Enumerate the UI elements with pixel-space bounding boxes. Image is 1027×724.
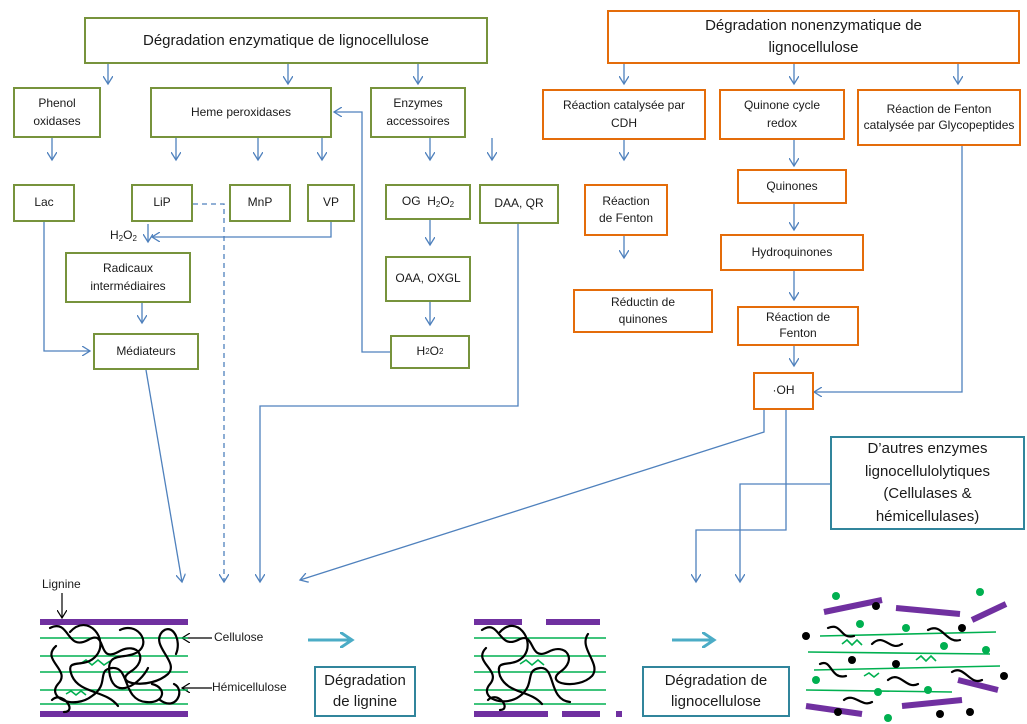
- quinone-reduction-box: Réductin de quinones: [573, 289, 713, 333]
- other-enzymes-box: D’autres enzymes lignocellulolytiques (C…: [830, 436, 1025, 530]
- h2o2-formula: H2O2: [427, 194, 455, 210]
- arrow: [300, 410, 765, 580]
- lignocellulose-degraded-structure: [802, 588, 1008, 722]
- particle: [874, 688, 882, 696]
- particle: [966, 708, 974, 716]
- lignin-fragment: [895, 605, 961, 617]
- lignin-degradation-box: Dégradation de lignine: [314, 666, 416, 717]
- hemicellulose-chain: [841, 638, 937, 679]
- mediators-box: Médiateurs: [93, 333, 199, 370]
- particle: [902, 624, 910, 632]
- particle: [958, 624, 966, 632]
- lignin-fragment: [805, 703, 863, 717]
- particle: [848, 656, 856, 664]
- lignin-network: [48, 624, 181, 714]
- hemicellulose-chain: [65, 658, 111, 697]
- og-label: OG: [401, 194, 421, 209]
- lignocellulose-degradation-box: Dégradation de lignocellulose: [642, 666, 790, 717]
- radicals-box: Radicaux intermédiaires: [65, 252, 191, 303]
- vp-box: VP: [307, 184, 355, 222]
- particle: [976, 588, 984, 596]
- lac-box: Lac: [13, 184, 75, 222]
- arrow: [814, 146, 963, 392]
- cdh-reaction-box: Réaction catalysée par CDH: [542, 89, 706, 140]
- fenton-cdh-box: Réaction de Fenton: [584, 184, 668, 236]
- particle: [982, 646, 990, 654]
- oaa-oxgl-box: OAA, OXGL: [385, 256, 471, 302]
- particle: [940, 642, 948, 650]
- particle: [892, 660, 900, 668]
- black-particles: [802, 602, 1008, 718]
- arrow: [152, 222, 332, 237]
- phenol-oxidases-box: Phenol oxidases: [13, 87, 101, 138]
- lignin-network: [480, 624, 596, 712]
- intact-lignocellulose: [40, 619, 188, 717]
- og-h2o2-box: OG H2O2: [385, 184, 471, 220]
- lignin-fragment: [957, 677, 999, 693]
- arrow: [740, 483, 830, 582]
- lignin-fragment: [970, 601, 1008, 623]
- particle: [812, 676, 820, 684]
- green-particles: [812, 588, 990, 722]
- h2o2-label: H2O2: [110, 228, 137, 243]
- arrow: [696, 410, 787, 582]
- hemicellulose-label: Hémicellulose: [212, 680, 287, 694]
- lignin-fragment: [823, 597, 883, 615]
- fenton-quinone-box: Réaction de Fenton: [737, 306, 859, 346]
- arrow: [260, 224, 519, 582]
- hydroxyl-radical-box: ·OH: [753, 372, 814, 410]
- particle: [936, 710, 944, 718]
- enzymatic-degradation-title: Dégradation enzymatique de lignocellulos…: [84, 17, 488, 64]
- arrow: [193, 203, 224, 582]
- arrow: [334, 112, 390, 353]
- lignin-fragment: [901, 697, 963, 709]
- lignine-label: Lignine: [42, 577, 81, 591]
- particle: [1000, 672, 1008, 680]
- cellulose-line: [819, 631, 997, 637]
- quinone-cycle-box: Quinone cycle redox: [719, 89, 845, 140]
- quinones-box: Quinones: [737, 169, 847, 204]
- hydroquinones-box: Hydroquinones: [720, 234, 864, 271]
- particle: [802, 632, 810, 640]
- cellulose-line: [807, 651, 991, 655]
- arrow: [145, 369, 182, 582]
- cellulose-line: [813, 665, 1001, 671]
- cellulose-label: Cellulose: [214, 630, 264, 644]
- hemicellulose-chain: [519, 658, 545, 667]
- particle: [832, 592, 840, 600]
- lignin-fragment: [818, 625, 984, 705]
- lip-box: LiP: [131, 184, 193, 222]
- particle: [884, 714, 892, 722]
- particle: [834, 708, 842, 716]
- mnp-box: MnP: [229, 184, 291, 222]
- accessory-enzymes-box: Enzymes accessoires: [370, 87, 466, 138]
- particle: [872, 602, 880, 610]
- nonenzymatic-degradation-title: Dégradation nonenzymatique de lignocellu…: [607, 10, 1020, 64]
- particle: [856, 620, 864, 628]
- heme-peroxidases-box: Heme peroxidases: [150, 87, 332, 138]
- lignin-degraded-structure: [474, 619, 622, 717]
- daa-qr-box: DAA, QR: [479, 184, 559, 224]
- fenton-glycopeptides-box: Réaction de Fenton catalysée par Glycope…: [857, 89, 1021, 146]
- arrow: [43, 222, 90, 351]
- particle: [924, 686, 932, 694]
